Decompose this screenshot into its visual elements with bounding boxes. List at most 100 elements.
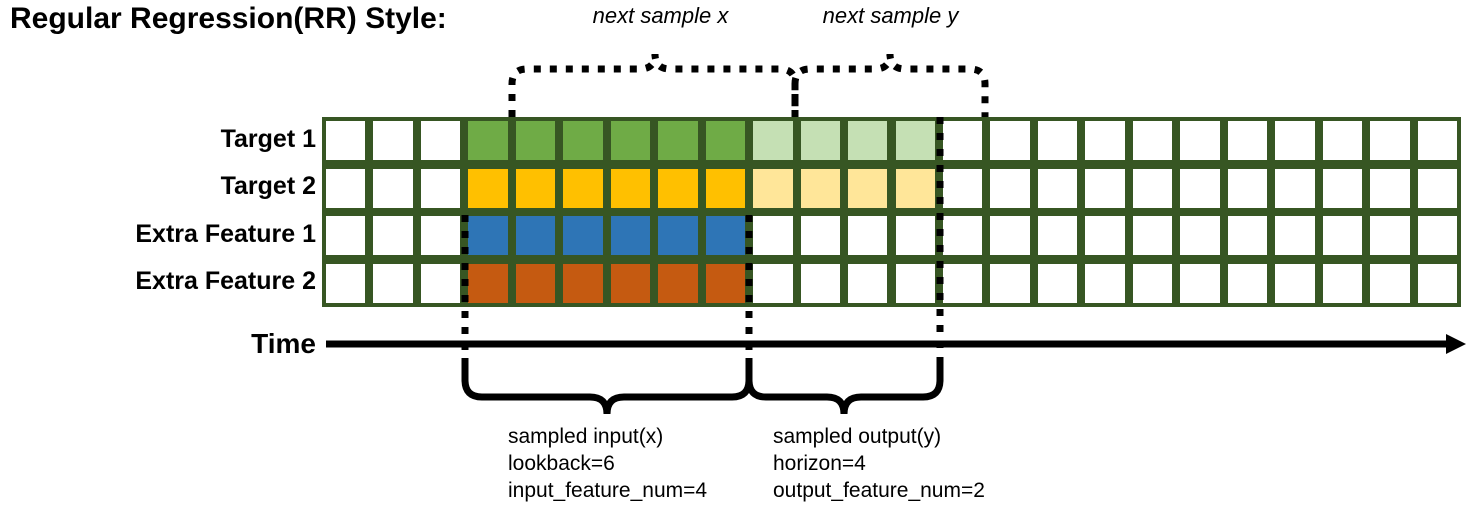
row-label-extra-feature-1: Extra Feature 1 [135,220,316,248]
grid-cell-input [658,216,698,255]
grid-cell-output [800,263,841,303]
grid-cell-input [468,168,508,208]
grid-cell-input [610,216,651,255]
grid-cell-input [705,168,746,208]
grid-cell-output [800,121,841,160]
grid-cell-blank [420,168,461,208]
grid-cell-blank [373,168,413,208]
grid-cell-output [848,121,888,160]
grid-cell-blank [1085,216,1125,255]
grid-cell-output [848,263,888,303]
grid-cell-blank [373,121,413,160]
sampled-output-feature-num: output_feature_num=2 [773,479,985,502]
grid-cell-output [753,263,793,303]
grid-cell-input [658,263,698,303]
grid-cell-blank [420,216,461,255]
grid-cell-output [800,216,841,255]
grid-cell-blank [373,216,413,255]
grid-cell-output [895,263,935,303]
grid-cell-blank [1180,168,1220,208]
grid-cell-blank [1417,121,1457,160]
sampled-input-feature-num: input_feature_num=4 [508,479,708,502]
row-label-column: Target 1 Target 2 Extra Feature 1 Extra … [8,117,316,307]
grid-cell-output [848,168,888,208]
grid-cell-blank [420,121,461,160]
grid-cell-blank [1037,121,1078,160]
grid-cell-input [515,216,556,255]
dotted-brace-next-sample-x [508,53,799,117]
grid-cell-input [515,168,556,208]
grid-cell-blank [1227,121,1268,160]
grid-cell-blank [1275,216,1315,255]
grid-cell-input [610,168,651,208]
grid-cell-blank [1037,168,1078,208]
row-label-target-1: Target 1 [220,125,316,153]
grid-cell-input [515,263,556,303]
grid-cell-blank [990,168,1030,208]
grid-cell-blank [990,216,1030,255]
grid-cell-blank [1417,168,1457,208]
grid-cell-output [895,168,935,208]
grid-cell-output [895,121,935,160]
grid-cell-input [610,263,651,303]
grid-cell-blank [326,121,366,160]
grid-cell-blank [1370,263,1410,303]
grid-cell-input [468,216,508,255]
page-title: Regular Regression(RR) Style: [10,2,447,35]
grid-cell-blank [1132,121,1173,160]
grid-cell-blank [373,263,413,303]
grid-cell-blank [1275,121,1315,160]
sampled-output-heading: sampled output(y) [773,425,942,448]
grid-cell-blank [1322,121,1363,160]
grid-cell-blank [1322,216,1363,255]
grid-cell-output [895,216,935,255]
grid-cell-input [563,168,603,208]
grid-cell-blank [1322,263,1363,303]
grid-cell-blank [326,216,366,255]
sampled-input-lookback: lookback=6 [508,452,615,475]
grid-cell-blank [1417,216,1457,255]
grid-cell-blank [1037,216,1078,255]
grid-cell-input [658,121,698,160]
grid-cell-input [563,263,603,303]
next-sample-y-caption: next sample y [822,3,959,28]
grid-cell-blank [942,168,983,208]
grid-cell-blank [326,263,366,303]
next-sample-x-caption: next sample x [592,3,729,28]
grid-cell-input [705,216,746,255]
grid-cell-blank [1370,216,1410,255]
grid-cell-blank [1132,263,1173,303]
grid-cell-blank [1227,168,1268,208]
grid-cell-blank [1085,121,1125,160]
dotted-brace-next-sample-y [791,53,989,117]
grid-cell-input [563,121,603,160]
grid-row-target-2 [322,165,1461,213]
grid-cell-blank [1085,168,1125,208]
sampled-input-description: sampled input(x) lookback=6 input_featur… [508,423,707,504]
timeseries-grid [322,117,1461,307]
time-axis-label: Time [251,328,316,359]
grid-cell-input [515,121,556,160]
grid-cell-blank [326,168,366,208]
grid-cell-blank [942,121,983,160]
grid-cell-blank [1322,168,1363,208]
grid-cell-input [563,216,603,255]
grid-cell-blank [942,216,983,255]
grid-cell-blank [1227,216,1268,255]
row-label-target-2: Target 2 [220,172,316,200]
sampled-input-heading: sampled input(x) [508,425,664,448]
grid-cell-blank [1275,263,1315,303]
grid-cell-blank [1180,121,1220,160]
grid-cell-output [753,168,793,208]
grid-cell-output [753,216,793,255]
grid-cell-blank [1275,168,1315,208]
grid-cell-blank [990,121,1030,160]
grid-cell-blank [990,263,1030,303]
grid-cell-input [658,168,698,208]
grid-cell-blank [1180,263,1220,303]
grid-cell-blank [1370,121,1410,160]
solid-brace-sampled-output [745,358,944,415]
grid-row-target-1 [322,117,1461,165]
grid-cell-blank [420,263,461,303]
